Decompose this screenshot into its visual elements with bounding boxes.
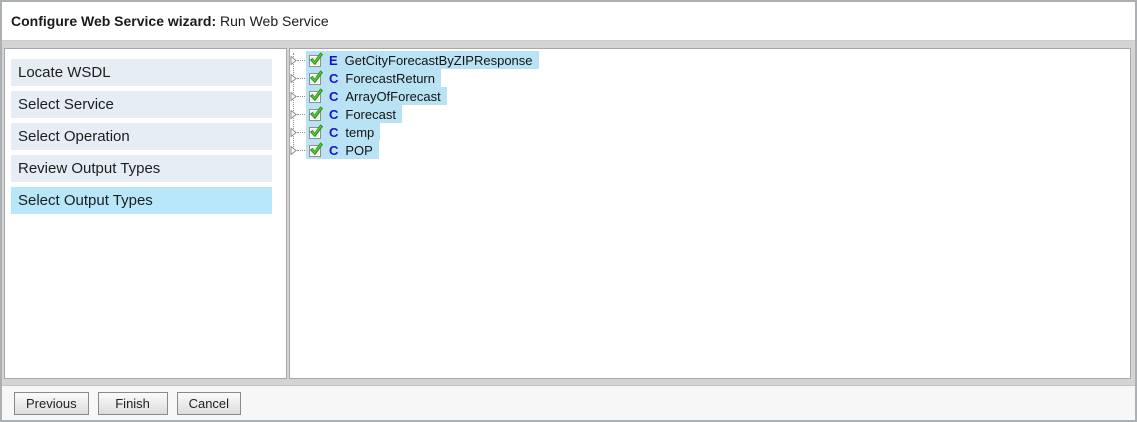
complex-type-badge: C xyxy=(329,70,339,86)
tree-branch-line xyxy=(297,114,305,115)
tree-item-selection: C Forecast xyxy=(306,105,402,123)
wizard-steps-panel: Locate WSDL Select Service Select Operat… xyxy=(4,48,287,379)
checkbox-checked-icon[interactable] xyxy=(308,124,324,140)
complex-type-badge: C xyxy=(329,88,339,104)
tree-item-label[interactable]: GetCityForecastByZIPResponse xyxy=(344,52,533,68)
step-select-output-types[interactable]: Select Output Types xyxy=(11,187,272,214)
checkbox-checked-icon[interactable] xyxy=(308,142,324,158)
tree-item-selection: C POP xyxy=(306,141,379,159)
element-type-badge: E xyxy=(329,52,338,68)
tree-item: C Forecast xyxy=(290,105,1130,123)
tree-item: C temp xyxy=(290,123,1130,141)
expand-toggle-icon[interactable] xyxy=(290,128,297,137)
tree-item-selection: C ArrayOfForecast xyxy=(306,87,447,105)
tree-item-label[interactable]: Forecast xyxy=(345,106,396,122)
tree-item-label[interactable]: ForecastReturn xyxy=(345,70,435,86)
expand-toggle-icon[interactable] xyxy=(290,74,297,83)
tree-item-label[interactable]: POP xyxy=(345,142,373,158)
output-types-tree: E GetCityForecastByZIPResponse C Forecas… xyxy=(290,49,1130,159)
tree-item-label[interactable]: temp xyxy=(345,124,375,140)
cancel-button[interactable]: Cancel xyxy=(176,391,242,415)
complex-type-badge: C xyxy=(329,124,339,140)
step-select-service[interactable]: Select Service xyxy=(11,91,272,118)
expand-toggle-icon[interactable] xyxy=(290,56,297,65)
expand-toggle-icon[interactable] xyxy=(290,110,297,119)
output-types-tree-panel: E GetCityForecastByZIPResponse C Forecas… xyxy=(289,48,1131,379)
tree-branch-line xyxy=(297,150,305,151)
complex-type-badge: C xyxy=(329,142,339,158)
tree-item-selection: C temp xyxy=(306,123,381,141)
tree-item-selection: C ForecastReturn xyxy=(306,69,441,87)
wizard-title: Configure Web Service wizard: xyxy=(11,13,217,29)
tree-item-label[interactable]: ArrayOfForecast xyxy=(345,88,441,104)
tree-branch-line xyxy=(297,96,305,97)
checkbox-checked-icon[interactable] xyxy=(308,52,324,68)
tree-branch-line xyxy=(297,132,305,133)
tree-item: C ArrayOfForecast xyxy=(290,87,1130,105)
finish-button[interactable]: Finish xyxy=(97,391,168,415)
checkbox-checked-icon[interactable] xyxy=(308,70,324,86)
wizard-button-bar: Previous Finish Cancel xyxy=(2,385,1135,420)
tree-item-selection: E GetCityForecastByZIPResponse xyxy=(306,51,539,69)
tree-item: C ForecastReturn xyxy=(290,69,1130,87)
tree-item: C POP xyxy=(290,141,1130,159)
step-locate-wsdl[interactable]: Locate WSDL xyxy=(11,59,272,86)
tree-branch-line xyxy=(297,60,305,61)
tree-connector-line xyxy=(293,53,294,151)
wizard-title-bar: Configure Web Service wizard: Run Web Se… xyxy=(2,2,1135,41)
expand-toggle-icon[interactable] xyxy=(290,146,297,155)
expand-toggle-icon[interactable] xyxy=(290,92,297,101)
complex-type-badge: C xyxy=(329,106,339,122)
wizard-step-list: Locate WSDL Select Service Select Operat… xyxy=(5,49,286,214)
previous-button[interactable]: Previous xyxy=(14,391,89,415)
checkbox-checked-icon[interactable] xyxy=(308,106,324,122)
checkbox-checked-icon[interactable] xyxy=(308,88,324,104)
step-select-operation[interactable]: Select Operation xyxy=(11,123,272,150)
tree-item: E GetCityForecastByZIPResponse xyxy=(290,51,1130,69)
step-review-output-types[interactable]: Review Output Types xyxy=(11,155,272,182)
tree-branch-line xyxy=(297,78,305,79)
wizard-subtitle: Run Web Service xyxy=(216,13,329,29)
